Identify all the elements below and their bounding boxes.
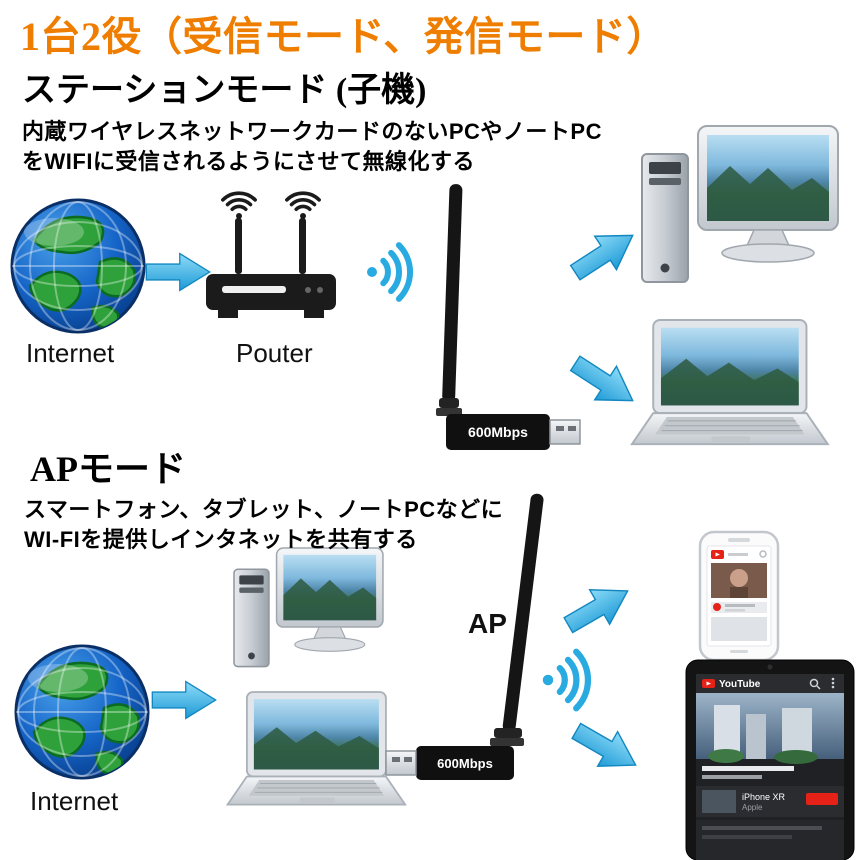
router-icon [206,191,336,318]
arrow-adapter-to-tablet [565,712,647,784]
arrow-adapter-to-desktop [563,217,645,291]
tablet-app-title: YouTube [719,679,761,690]
tablet-item-subtitle: Apple [742,803,763,812]
tablet-icon: YouTube iPhone XR Apple [685,659,855,860]
station-desc-line1: 内蔵ワイヤレスネットワークカードのないPCやノートPC [22,119,602,144]
internet-globe-icon [12,200,144,332]
usb-wifi-adapter-ap: 600Mbps [385,493,544,780]
ap-label: AP [468,608,507,639]
ap-desc-line2: WI-FIを提供しインタネットを共有する [24,527,418,552]
arrow-internet-to-router [145,252,211,292]
search-icon [809,678,819,688]
desktop-pc-icon [641,125,839,283]
internet-globe-icon-ap [16,646,148,778]
router-label: Pouter [236,338,313,368]
laptop-icon-ap [226,691,407,806]
wifi-signal-icon-station [367,245,410,299]
arrow-adapter-to-phone [557,572,639,644]
station-desc-line2: をWIFIに受信されるようにさせて無線化する [22,149,475,174]
internet-label-ap: Internet [30,786,119,816]
monitor-icon-ap [233,547,384,668]
tablet-item-title: iPhone XR [742,792,786,802]
station-mode-heading: ステーションモード (子機) [22,72,427,109]
adapter-speed-label-ap: 600Mbps [437,756,493,771]
arrow-adapter-to-laptop [563,345,645,419]
ap-desc-line1: スマートフォン、タブレット、ノートPCなどに [24,497,504,522]
arrow-internet-to-devices [151,680,217,720]
usb-wifi-adapter-station: 600Mbps [436,184,581,450]
laptop-icon-station [630,319,829,446]
smartphone-icon [698,530,780,662]
ap-mode-heading: APモード [30,449,186,489]
adapter-speed-label: 600Mbps [468,424,528,440]
page-title: 1台2役（受信モード、発信モード） [20,14,667,59]
wifi-signal-icon-ap [543,652,588,708]
internet-label-station: Internet [26,338,115,368]
